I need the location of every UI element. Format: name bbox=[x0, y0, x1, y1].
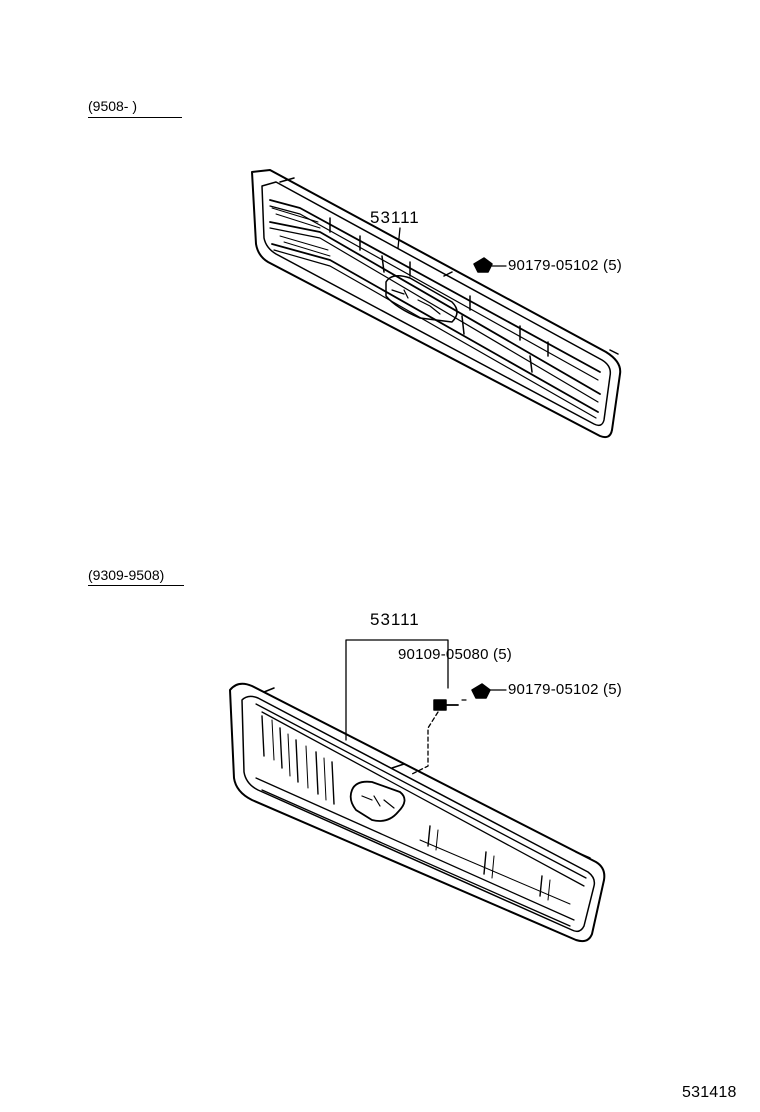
part-label-clip-upper: 90179-05102 (5) bbox=[508, 258, 622, 274]
part-qty: (5) bbox=[493, 646, 512, 663]
part-qty: (5) bbox=[603, 257, 622, 274]
range-underline-lower bbox=[88, 585, 184, 586]
radiator-grille-lower bbox=[229, 639, 606, 943]
part-label-clip-lower: 90179-05102 (5) bbox=[508, 682, 622, 698]
part-label-53111-lower: 53111 bbox=[370, 610, 420, 629]
screw-icon-lower bbox=[433, 699, 459, 711]
clip-icon-lower bbox=[461, 683, 507, 701]
part-number: 90109-05080 bbox=[398, 646, 489, 663]
range-underline-upper bbox=[88, 117, 182, 118]
radiator-grille-upper bbox=[251, 169, 622, 439]
part-label-53111-upper: 53111 bbox=[370, 208, 420, 227]
range-label-upper: (9508- ) bbox=[88, 98, 138, 114]
part-number: 90179-05102 bbox=[508, 681, 599, 698]
part-label-screw-lower: 90109-05080 (5) bbox=[398, 647, 512, 663]
figure-id: 531418 bbox=[682, 1084, 737, 1101]
part-number: 90179-05102 bbox=[508, 257, 599, 274]
clip-icon-upper bbox=[473, 257, 507, 273]
range-label-lower: (9309-9508) bbox=[88, 567, 165, 583]
part-qty: (5) bbox=[603, 681, 622, 698]
